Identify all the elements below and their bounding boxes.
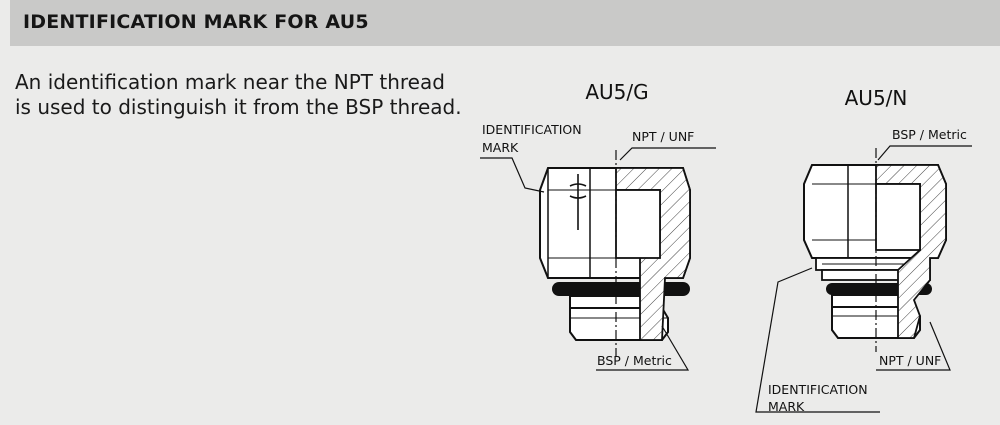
- section-view-g: [615, 150, 691, 356]
- figure-n-bottom-thread-label: NPT / UNF: [879, 353, 941, 368]
- o-ring-g: [552, 282, 690, 296]
- figure-g-title: AU5/G: [585, 80, 648, 104]
- leaders-g: [480, 147, 716, 371]
- figure-n-title: AU5/N: [845, 86, 908, 110]
- figure-g-bottom-thread-label: BSP / Metric: [597, 353, 672, 368]
- section-header: IDENTIFICATION MARK FOR AU5: [10, 0, 1000, 46]
- figure-n-mark-label-2: MARK: [768, 399, 805, 414]
- figure-n-mark-label-1: IDENTIFICATION: [768, 382, 868, 397]
- figure-g-top-thread-label: NPT / UNF: [632, 129, 694, 144]
- figure-g-mark-label-1: IDENTIFICATION: [482, 122, 582, 137]
- fitting-au5-g: AU5/G: [480, 80, 716, 371]
- figure-g-mark-label-2: MARK: [482, 140, 519, 155]
- identification-groove-g: [569, 174, 587, 230]
- section-title: IDENTIFICATION MARK FOR AU5: [23, 11, 369, 33]
- description-line-2: is used to distinguish it from the BSP t…: [15, 95, 462, 119]
- description-text: An identification mark near the NPT thre…: [15, 70, 462, 120]
- description-line-1: An identification mark near the NPT thre…: [15, 70, 445, 94]
- section-view-n: [875, 148, 947, 352]
- fitting-au5-n: AU5/N: [755, 86, 972, 414]
- figure-n-top-thread-label: BSP / Metric: [892, 127, 967, 142]
- leaders-n: [755, 145, 972, 413]
